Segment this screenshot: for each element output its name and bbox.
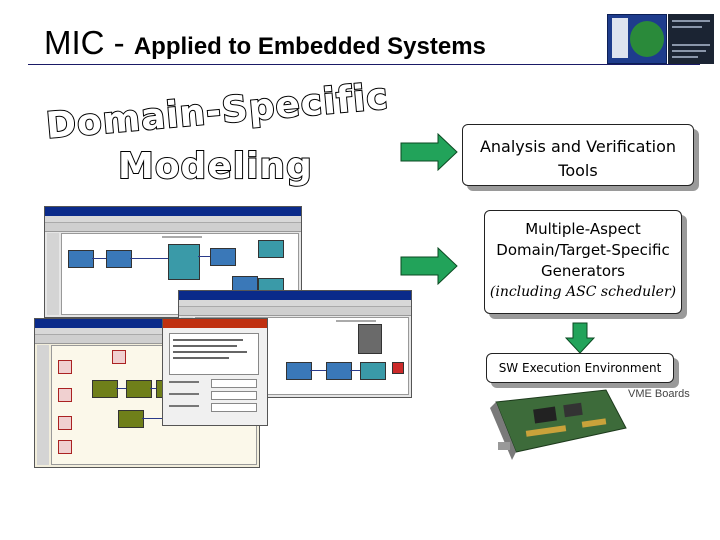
right-arrow-icon xyxy=(400,247,458,285)
slide-title: MIC - Applied to Embedded Systems xyxy=(44,24,486,62)
title-main: Applied to Embedded Systems xyxy=(133,33,486,60)
vme-board-label: VME Boards xyxy=(628,388,690,400)
generators-line4: (including ASC scheduler) xyxy=(489,284,677,300)
generators-line2: Domain/Target-Specific xyxy=(496,241,670,259)
vme-board-image xyxy=(490,389,627,460)
title-prefix: MIC - xyxy=(44,24,134,61)
modeling-title-line1: Domain-Specific xyxy=(43,75,391,148)
down-arrow-icon xyxy=(565,322,595,354)
generators-line3: Generators xyxy=(541,262,625,280)
modeling-title-line2: Modeling xyxy=(117,145,313,188)
right-arrow-icon xyxy=(400,133,458,171)
analysis-tools-box: Analysis and Verification Tools xyxy=(462,124,694,186)
logo-institute-icon xyxy=(668,14,714,64)
dialog-screenshot xyxy=(162,318,268,426)
sw-execution-label: SW Execution Environment xyxy=(498,361,662,375)
generators-line1: Multiple-Aspect xyxy=(525,220,641,238)
sw-execution-box: SW Execution Environment xyxy=(486,353,674,383)
analysis-tools-label: Analysis and Verification Tools xyxy=(479,137,677,180)
logo-globe-icon xyxy=(607,14,667,64)
title-rule xyxy=(28,64,700,65)
model-editor-screenshot-1 xyxy=(44,206,302,318)
generators-box: Multiple-Aspect Domain/Target-Specific G… xyxy=(484,210,682,314)
